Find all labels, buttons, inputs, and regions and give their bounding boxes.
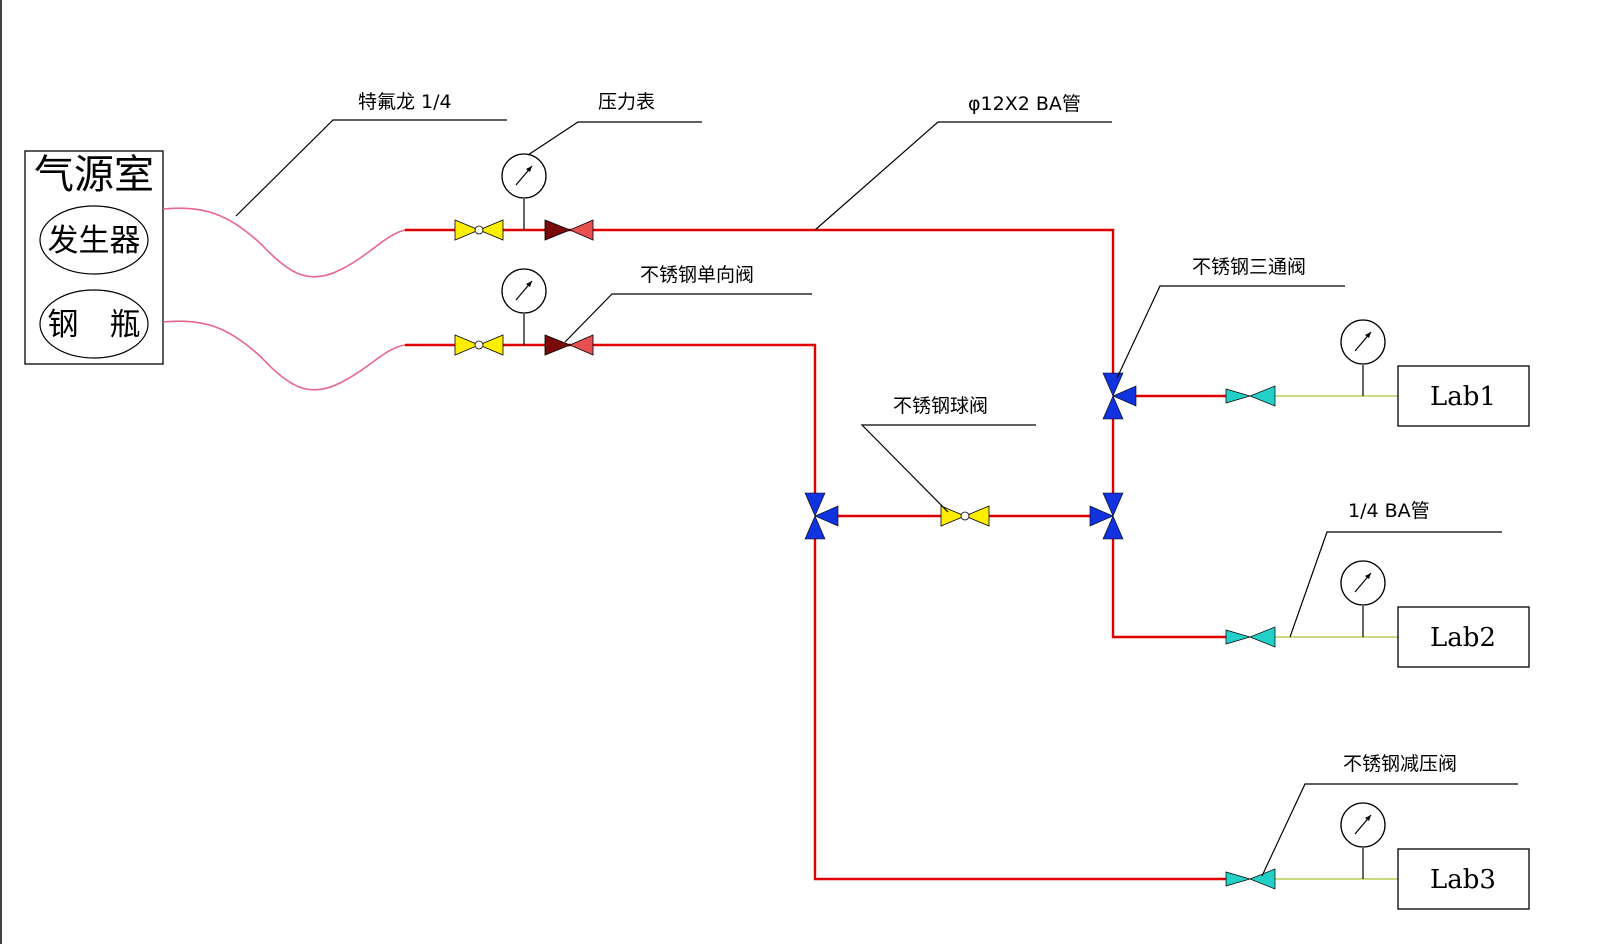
- pipe-lower-main: [405, 343, 817, 514]
- three-way-valve-left-tee[interactable]: [804, 492, 839, 540]
- three-way-valve-right-tee[interactable]: [1089, 492, 1124, 540]
- teflon-tube-upper: [162, 207, 406, 278]
- reducing-valve-icon: [1225, 871, 1252, 887]
- ball-valve-middle[interactable]: [940, 505, 990, 527]
- ball-valve-icon: [963, 505, 990, 527]
- reducing-valve-lab1[interactable]: [1225, 385, 1276, 407]
- generator-label: 发生器: [48, 223, 141, 259]
- callout-three-way-valve: 不锈钢三通阀: [1116, 256, 1345, 379]
- three-way-valve-icon: [804, 515, 826, 540]
- reducing-valve-label: 不锈钢减压阀: [1343, 753, 1457, 775]
- ball-valve-ball: [960, 511, 970, 521]
- reducing-valve-lab2[interactable]: [1225, 626, 1276, 648]
- callout-ball-valve: 不锈钢球阀: [860, 395, 1036, 513]
- pressure-gauge-lab3: [1340, 802, 1386, 879]
- pressure-gauge-label: 压力表: [598, 91, 655, 113]
- callout-check-valve: 不锈钢单向阀: [564, 264, 812, 343]
- ball-valve-icon: [454, 334, 481, 356]
- ball-valve-ball: [474, 225, 484, 235]
- check-valve-label: 不锈钢单向阀: [640, 264, 754, 286]
- three-way-valve-icon: [814, 505, 839, 527]
- cylinder-label: 钢 瓶: [48, 307, 141, 343]
- three-way-valve-label: 不锈钢三通阀: [1192, 256, 1306, 278]
- reducing-valve-icon: [1249, 385, 1276, 407]
- reducing-valve-icon: [1249, 868, 1276, 890]
- pressure-gauge-lab1: [1340, 319, 1386, 396]
- main-pipe-label: φ12X2 BA管: [968, 93, 1081, 115]
- pressure-gauge-upper: [501, 153, 547, 230]
- generator-ellipse: [39, 205, 149, 275]
- ball-valve-label: 不锈钢球阀: [893, 395, 988, 417]
- reducing-valve-icon: [1225, 629, 1252, 645]
- callout-pressure-gauge: 压力表: [527, 91, 702, 156]
- lab2-box[interactable]: Lab2: [1397, 606, 1530, 668]
- lab1-label: Lab1: [1430, 382, 1496, 412]
- three-way-valve-lab1[interactable]: [1102, 372, 1137, 420]
- pressure-gauge-lower: [501, 268, 547, 345]
- callout-teflon: 特氟龙 1/4: [235, 91, 507, 217]
- ball-valve-ball: [474, 340, 484, 350]
- check-valve-icon: [568, 334, 594, 356]
- source-room-title: 气源室: [34, 152, 154, 198]
- ba-tube-label: 1/4 BA管: [1348, 500, 1430, 522]
- callout-reducing-valve: 不锈钢减压阀: [1261, 753, 1518, 877]
- source-room: 气源室 发生器 钢 瓶: [24, 150, 164, 365]
- ball-valve-icon: [477, 334, 504, 356]
- reducing-valve-icon: [1249, 626, 1276, 648]
- ball-valve-lower[interactable]: [454, 334, 504, 356]
- callout-main-pipe: φ12X2 BA管: [814, 93, 1112, 231]
- three-way-valve-icon: [804, 492, 826, 517]
- check-valve-lower[interactable]: [544, 334, 594, 356]
- three-way-valve-icon: [1102, 395, 1124, 420]
- reducing-valve-lab3[interactable]: [1225, 868, 1276, 890]
- teflon-tube-lower: [162, 320, 406, 391]
- check-valve-icon: [544, 219, 572, 241]
- three-way-valve-icon: [1102, 492, 1124, 517]
- cylinder-ellipse: [39, 289, 149, 359]
- pipe-upper-main: [405, 228, 1115, 392]
- ball-valve-icon: [477, 219, 504, 241]
- pressure-gauge-lab2: [1340, 560, 1386, 637]
- ball-valve-upper[interactable]: [454, 219, 504, 241]
- teflon-label: 特氟龙 1/4: [358, 91, 452, 113]
- check-valve-upper[interactable]: [544, 219, 594, 241]
- three-way-valve-icon: [1089, 505, 1114, 527]
- lab3-label: Lab3: [1430, 865, 1496, 895]
- pipe-to-lab2: [1111, 530, 1230, 639]
- check-valve-icon: [568, 219, 594, 241]
- three-way-valve-icon: [1102, 515, 1124, 540]
- lab3-box[interactable]: Lab3: [1397, 848, 1530, 910]
- callout-ba-tube: 1/4 BA管: [1289, 500, 1502, 638]
- pipe-to-lab3: [813, 530, 1230, 881]
- check-valve-icon: [544, 334, 572, 356]
- lab1-box[interactable]: Lab1: [1397, 365, 1530, 427]
- three-way-valve-icon: [1112, 385, 1137, 407]
- three-way-valve-icon: [1102, 372, 1124, 397]
- pipe-network: [405, 228, 1230, 881]
- lab2-label: Lab2: [1430, 623, 1496, 653]
- reducing-valve-icon: [1225, 388, 1252, 404]
- ball-valve-icon: [454, 219, 481, 241]
